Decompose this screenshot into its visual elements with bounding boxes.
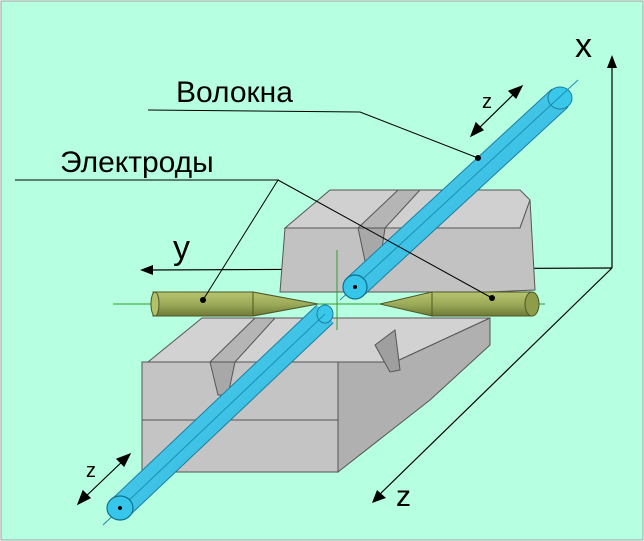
label-fibers: Волокна: [176, 76, 293, 109]
label-axis-x: x: [575, 27, 592, 65]
label-z-bottom: z: [86, 460, 96, 482]
axis-z: [372, 267, 613, 503]
z-arrow-top: [469, 84, 524, 138]
leader-lines: [15, 109, 493, 301]
label-z-top: z: [482, 91, 492, 113]
axis-x: [607, 55, 617, 268]
fiber-back: [339, 79, 579, 301]
fiber-front: [102, 304, 334, 526]
label-electrodes: Электроды: [60, 146, 214, 179]
electrode-left: [150, 291, 319, 317]
front-block: [141, 317, 491, 474]
electrode-right: [379, 291, 540, 317]
label-axis-y: y: [173, 229, 190, 267]
label-axis-z: z: [396, 480, 411, 513]
z-arrow-bottom: [76, 452, 132, 506]
